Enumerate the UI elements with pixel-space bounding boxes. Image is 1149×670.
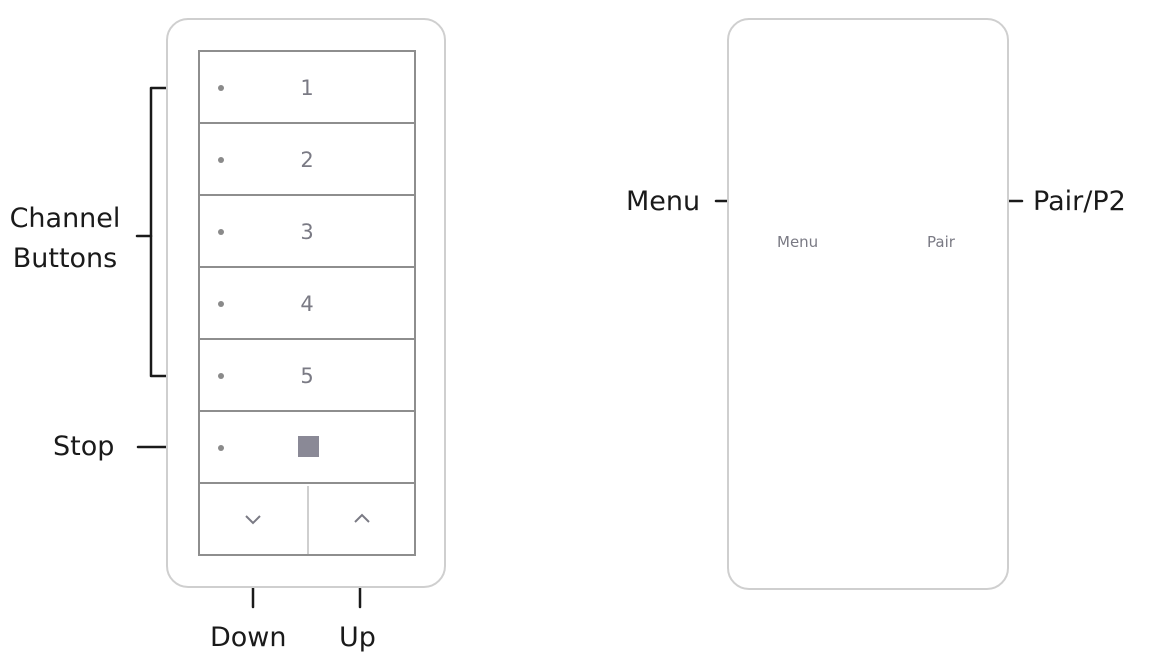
channel-button-3[interactable]: 3 [200, 196, 414, 268]
menu-callout: Menu [626, 186, 701, 217]
channel-button-5[interactable]: 5 [200, 340, 414, 412]
channel-button-label: 2 [300, 148, 314, 172]
channel-button-label: 5 [300, 364, 314, 388]
channel-button-2[interactable]: 2 [200, 124, 414, 196]
up-callout: Up [339, 622, 376, 653]
led-dot-icon [218, 229, 224, 235]
channel-button-4[interactable]: 4 [200, 268, 414, 340]
channel-button-label: 4 [300, 292, 314, 316]
channel-buttons-callout: Channel Buttons [4, 202, 126, 276]
stop-button[interactable] [200, 412, 414, 484]
pair-p2-callout: Pair/P2 [1033, 186, 1126, 217]
stop-square-icon [298, 436, 319, 457]
led-dot-icon [218, 373, 224, 379]
up-button[interactable] [309, 486, 415, 554]
led-dot-icon [218, 301, 224, 307]
led-dot-icon [218, 157, 224, 163]
channel-callout-line1: Channel [9, 203, 121, 234]
channel-button-label: 3 [300, 220, 314, 244]
led-dot-icon [218, 85, 224, 91]
menu-button-label: Menu [777, 233, 819, 251]
stop-callout: Stop [53, 431, 115, 462]
button-panel: 1 2 3 4 5 [198, 50, 416, 556]
chevron-down-icon [200, 506, 306, 533]
channel-callout-line2: Buttons [12, 243, 118, 274]
down-callout: Down [210, 622, 287, 653]
chevron-up-icon [309, 506, 415, 531]
channel-button-label: 1 [300, 76, 314, 100]
channel-bracket [149, 86, 182, 378]
pair-button-label: Pair [927, 233, 955, 251]
down-button[interactable] [200, 486, 306, 554]
led-dot-icon [218, 445, 224, 451]
back-remote-body [727, 18, 1009, 590]
channel-button-1[interactable]: 1 [200, 52, 414, 124]
down-up-divider [307, 486, 309, 554]
